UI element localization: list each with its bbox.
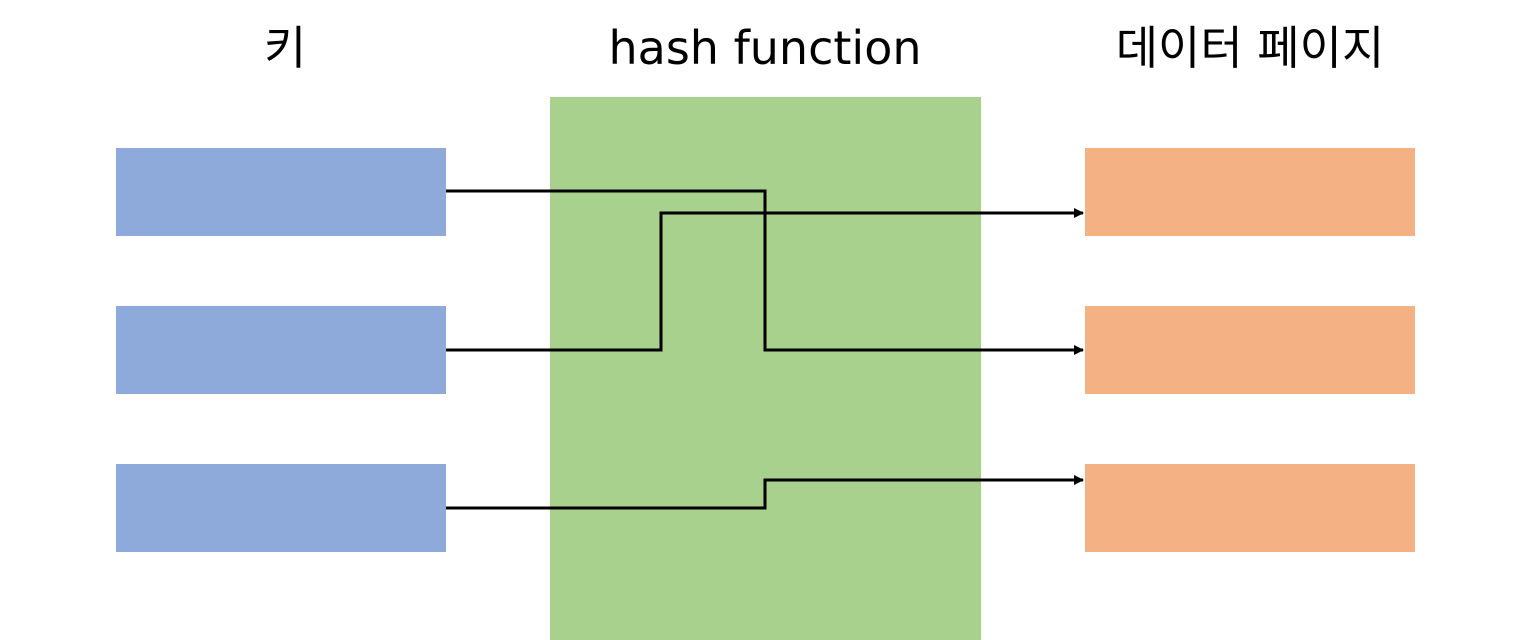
data-pages-heading: 데이터 페이지	[1115, 21, 1385, 75]
hash-function-heading: hash function	[608, 21, 922, 75]
keys-heading: 키	[263, 21, 307, 75]
connector-key2-to-page1	[446, 208, 1084, 352]
data-page-box-1	[1085, 148, 1415, 236]
key-box-3	[116, 464, 446, 552]
data-page-box-2	[1085, 306, 1415, 394]
data-page-box-3	[1085, 464, 1415, 552]
connector-key3-to-page3	[446, 475, 1084, 510]
key-box-1	[116, 148, 446, 236]
key-box-2	[116, 306, 446, 394]
hash-function-box	[550, 97, 981, 640]
connector-key1-to-page2	[446, 189, 1084, 355]
